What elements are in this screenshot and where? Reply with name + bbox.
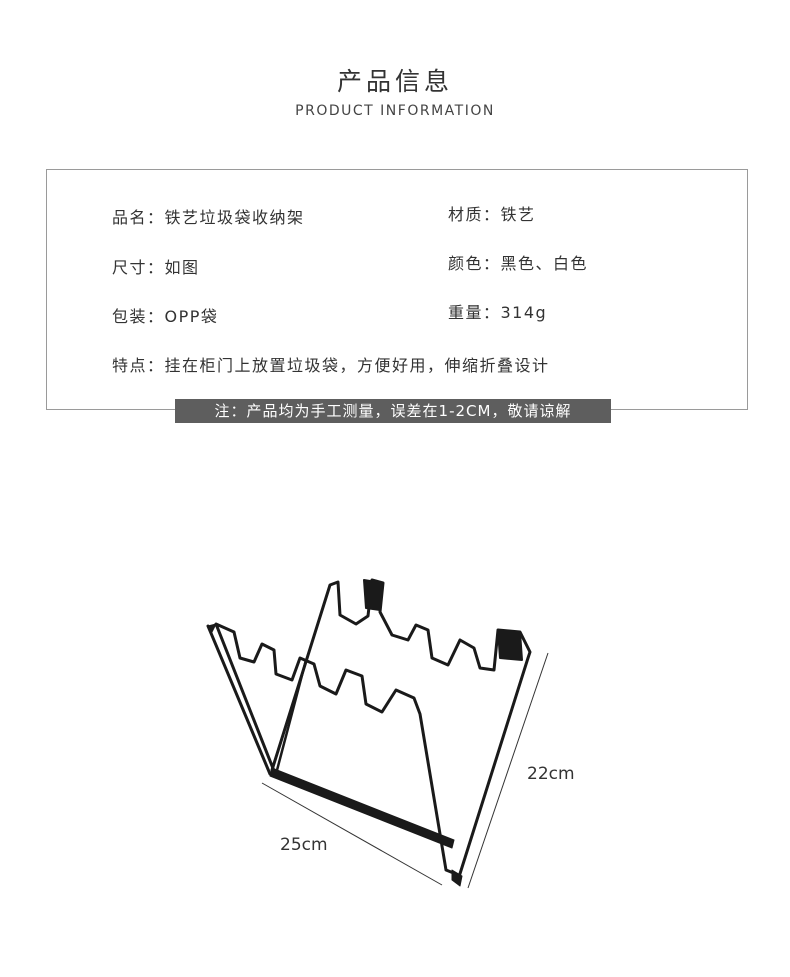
info-material: 材质：铁艺 [448,205,536,224]
info-size: 尺寸：如图 [112,258,200,277]
front-frame [206,622,458,876]
info-package: 包装：OPP袋 [112,307,219,326]
height-dimension-line [467,652,549,889]
width-dimension-line [261,782,443,886]
info-color: 颜色：黑色、白色 [448,254,589,273]
height-label: 22cm [527,764,575,784]
width-label: 25cm [280,835,328,855]
section-subtitle: PRODUCT INFORMATION [295,103,495,119]
product-image: 25cm 22cm [206,578,575,889]
bottom-rod [269,767,455,849]
info-features: 特点：挂在柜门上放置垃圾袋，方便好用，伸缩折叠设计 [112,356,550,375]
info-name: 品名：铁艺垃圾袋收纳架 [112,208,305,227]
measurement-note: 注：产品均为手工测量，误差在1-2CM，敬请谅解 [175,399,611,423]
section-title: 产品信息 [336,67,453,96]
info-weight: 重量：314g [448,303,548,322]
